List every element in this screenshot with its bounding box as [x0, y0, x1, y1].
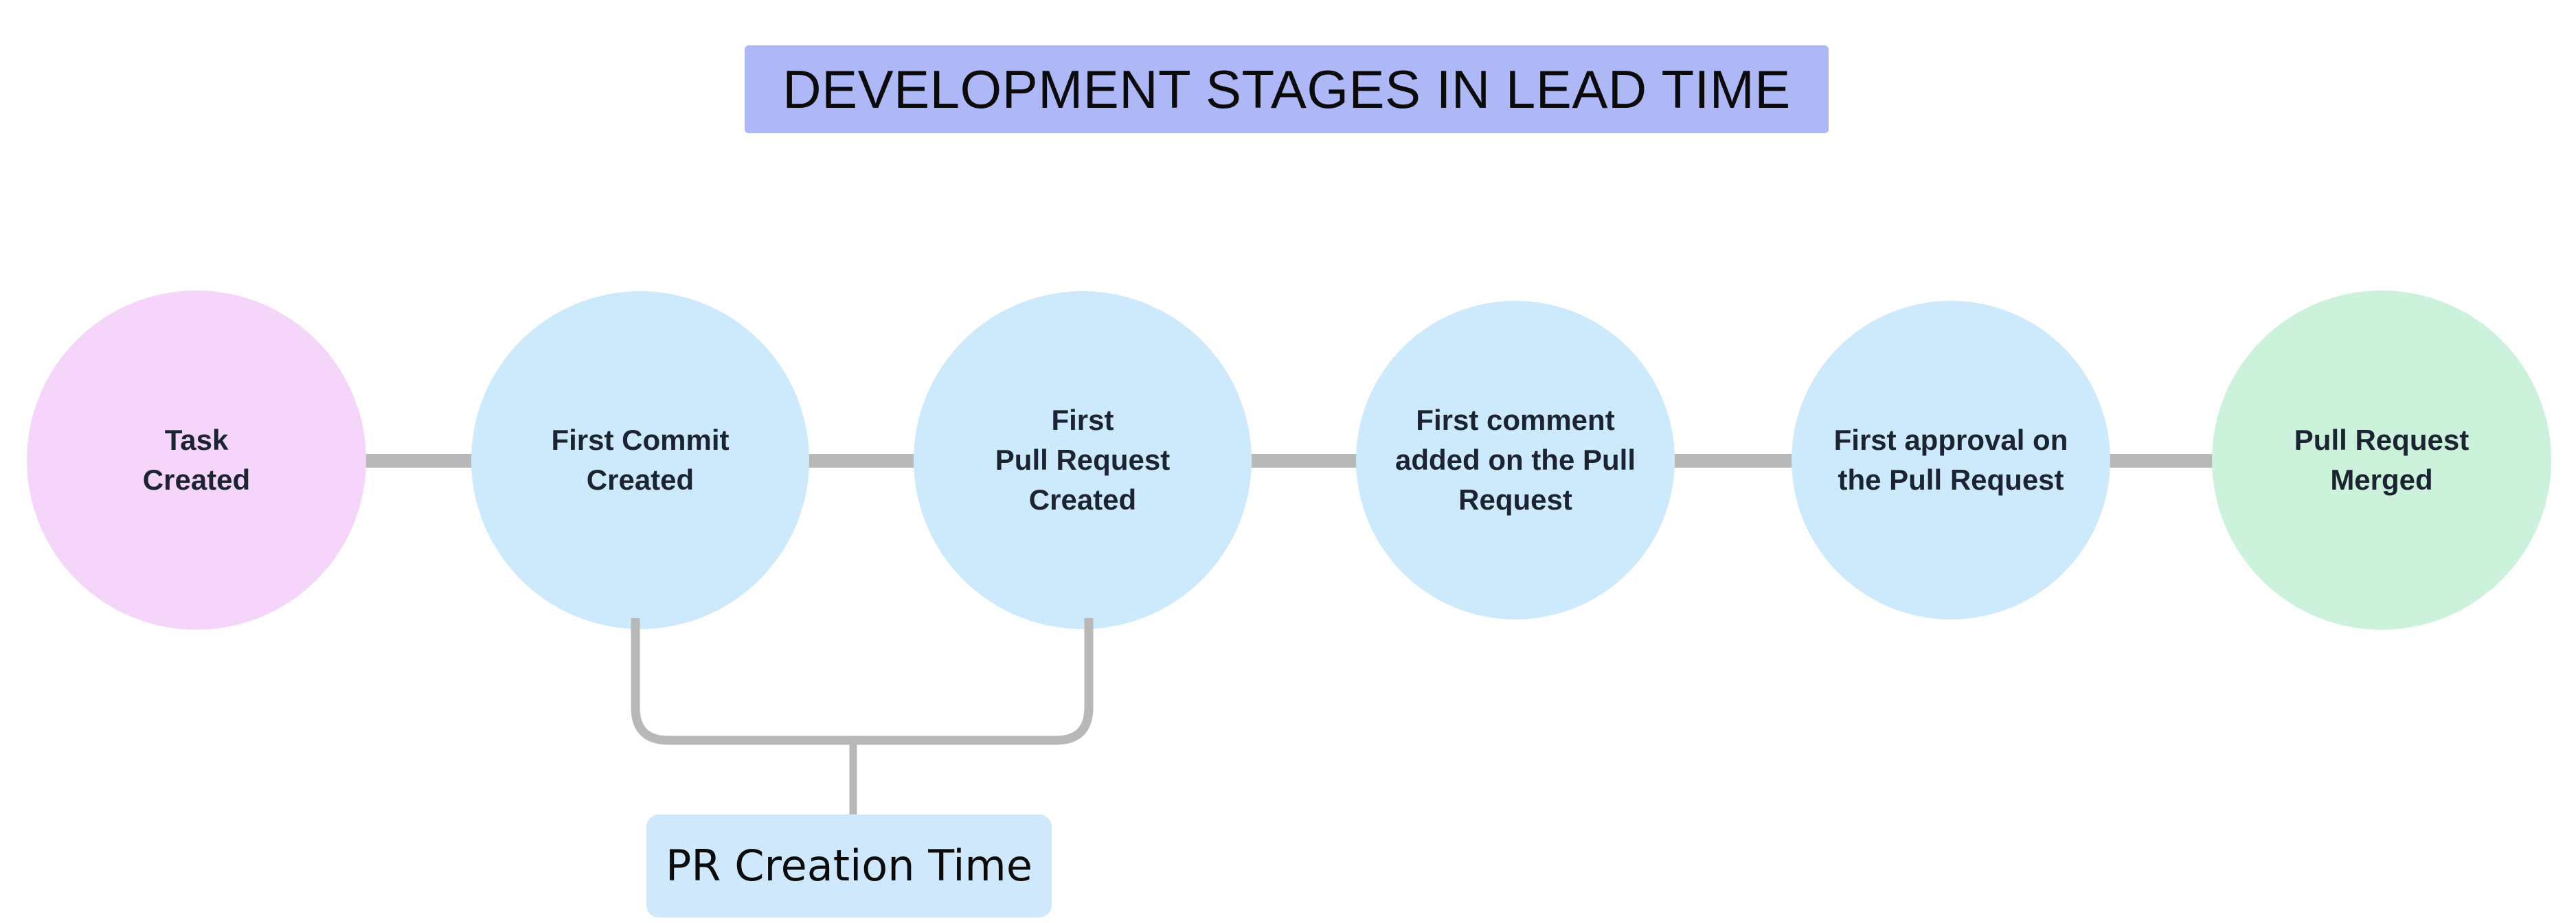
connector-2 [808, 454, 915, 468]
stage-first-comment-added[interactable]: First comment added on the Pull Request [1356, 301, 1675, 619]
connector-4 [1673, 454, 1793, 468]
stage-label-first-pull-request-created: First Pull Request Created [995, 404, 1171, 516]
stage-label-task-created: Task Created [142, 424, 251, 496]
stage-task-created[interactable]: Task Created [27, 290, 366, 630]
page-title: DEVELOPMENT STAGES IN LEAD TIME [782, 59, 1791, 119]
pr-creation-time-label[interactable]: PR Creation Time [646, 814, 1052, 918]
diagram-title-banner: DEVELOPMENT STAGES IN LEAD TIME [745, 45, 1829, 133]
bracket-path [631, 618, 1094, 745]
connector-1 [364, 454, 473, 468]
stage-first-commit-created[interactable]: First Commit Created [471, 291, 809, 629]
stage-first-approval[interactable]: First approval on the Pull Request [1792, 301, 2110, 619]
connector-5 [2109, 454, 2213, 468]
stage-first-pull-request-created[interactable]: First Pull Request Created [914, 291, 1252, 629]
connector-3 [1250, 454, 1357, 468]
stage-label-first-comment-added: First comment added on the Pull Request [1394, 404, 1636, 516]
pr-creation-time-label-text: PR Creation Time [666, 841, 1032, 891]
stage-label-first-commit-created: First Commit Created [551, 424, 730, 496]
stage-pull-request-merged[interactable]: Pull Request Merged [2212, 290, 2551, 630]
stage-label-first-approval: First approval on the Pull Request [1833, 424, 2068, 496]
stage-label-pull-request-merged: Pull Request Merged [2294, 424, 2470, 496]
